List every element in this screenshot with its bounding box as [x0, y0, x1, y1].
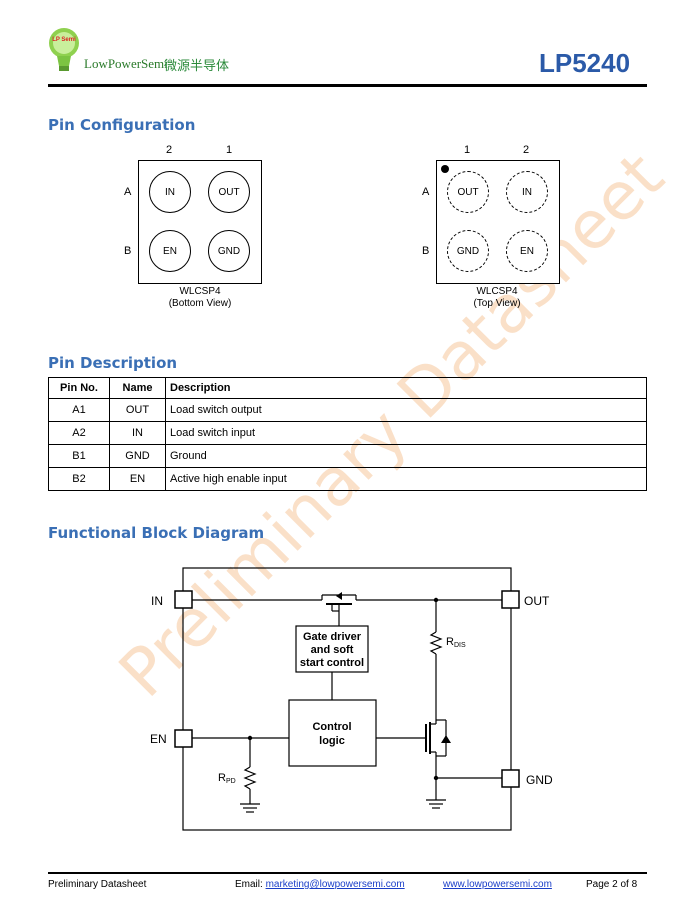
table-cell: Active high enable input — [165, 467, 647, 491]
ball-gnd: GND — [447, 230, 489, 272]
part-number: LP5240 — [539, 48, 631, 78]
pin-out-label: OUT — [524, 594, 550, 608]
pin-en-square — [174, 729, 193, 748]
rdis-label: RDIS — [446, 636, 466, 649]
col-label: 1 — [226, 144, 233, 156]
junction-dot — [247, 735, 253, 741]
gate-driver-label: start control — [300, 657, 364, 669]
ball-out: OUT — [208, 171, 250, 213]
column-header: Pin No. — [48, 377, 110, 399]
gate-driver-label: and soft — [311, 644, 354, 656]
company-logo: LP Semi — [48, 26, 80, 78]
col-label: 2 — [166, 144, 173, 156]
table-cell: B1 — [48, 444, 110, 468]
control-logic-label: Control — [312, 721, 351, 733]
table-cell: B2 — [48, 467, 110, 491]
table-cell: EN — [109, 467, 166, 491]
logo-chinese-name: 微源半导体 — [164, 59, 230, 74]
logo-badge: LP Semi — [52, 37, 76, 43]
package-caption: WLCSP4 (Top View) — [473, 286, 521, 309]
footer-left: Preliminary Datasheet — [48, 879, 147, 890]
logo-text: LowPowerSemi — [84, 56, 168, 71]
pin-gnd-label: GND — [526, 773, 553, 787]
table-cell: Ground — [165, 444, 647, 468]
website-link[interactable]: www.lowpowersemi.com — [443, 879, 552, 890]
row-label: B — [124, 245, 132, 257]
pin-in-square — [174, 590, 193, 609]
footer-email: Email: marketing@lowpowersemi.com — [235, 879, 405, 890]
table-cell: OUT — [109, 398, 166, 422]
mosfet-diode-icon — [336, 592, 342, 600]
rpd-label: RPD — [218, 772, 236, 785]
pin1-marker-icon — [441, 165, 449, 173]
package-outline: OUT IN GND EN — [436, 160, 560, 284]
pin-in-label: IN — [151, 594, 163, 608]
pin-configuration-title: Pin Configuration — [48, 116, 196, 134]
row-label: B — [422, 245, 430, 257]
footer-rule — [48, 872, 647, 874]
gate-driver-label: Gate driver — [303, 631, 362, 643]
chip-outline — [182, 567, 512, 831]
header-rule — [48, 84, 647, 87]
table-row: B1 GND Ground — [48, 444, 647, 468]
col-label: 1 — [464, 144, 471, 156]
table-cell: A1 — [48, 398, 110, 422]
ball-gnd: GND — [208, 230, 250, 272]
package-outline: IN OUT EN GND — [138, 160, 262, 284]
control-logic-block — [288, 699, 377, 767]
row-label: A — [422, 186, 430, 198]
ball-en: EN — [506, 230, 548, 272]
table-cell: IN — [109, 421, 166, 445]
ball-in: IN — [149, 171, 191, 213]
pin-description-table: Pin No. Name Description A1 OUT Load swi… — [48, 377, 647, 491]
table-row: A1 OUT Load switch output — [48, 398, 647, 422]
row-label: A — [124, 186, 132, 198]
table-cell: Load switch output — [165, 398, 647, 422]
pin-out-square — [501, 590, 520, 609]
ball-out: OUT — [447, 171, 489, 213]
control-logic-label: logic — [319, 735, 345, 747]
table-cell: Load switch input — [165, 421, 647, 445]
pin-en-label: EN — [150, 732, 167, 746]
block-diagram-title: Functional Block Diagram — [48, 524, 265, 542]
pin-description-title: Pin Description — [48, 354, 178, 372]
body-diode-icon — [441, 735, 451, 743]
email-link[interactable]: marketing@lowpowersemi.com — [265, 879, 405, 890]
table-row: B2 EN Active high enable input — [48, 467, 647, 491]
junction-dot — [433, 775, 439, 781]
ball-in: IN — [506, 171, 548, 213]
ball-en: EN — [149, 230, 191, 272]
junction-dot — [433, 597, 439, 603]
col-label: 2 — [523, 144, 530, 156]
table-row: A2 IN Load switch input — [48, 421, 647, 445]
pin-gnd-square — [501, 769, 520, 788]
lightbulb-icon — [49, 28, 79, 71]
page-number: Page 2 of 8 — [586, 879, 638, 890]
package-caption: WLCSP4 (Bottom View) — [168, 286, 232, 309]
